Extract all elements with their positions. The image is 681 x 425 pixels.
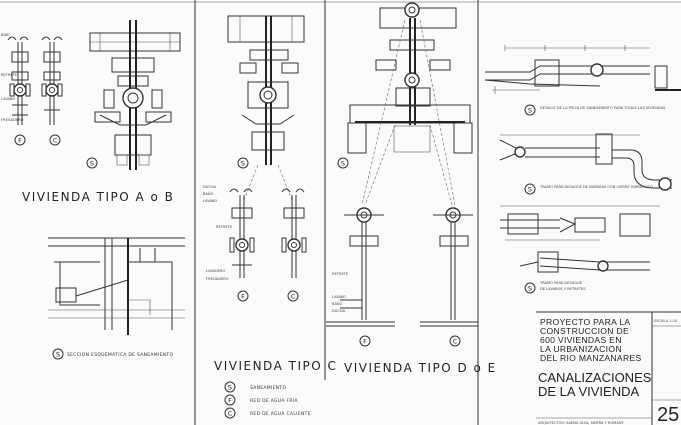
- label-retrete-de: RETRETE: [332, 272, 349, 276]
- svg-text:S: S: [241, 160, 245, 168]
- dashed-links-de: [361, 19, 456, 206]
- symbol-c-de: C: [449, 335, 461, 347]
- svg-text:S: S: [228, 384, 232, 392]
- arquitectos: ARQUITECTOS: SAENZ OIZA, SIERRA Y ROMANY: [538, 421, 625, 425]
- symbol-f-c: F: [237, 290, 249, 302]
- label-bano-de: BAÑO: [332, 301, 343, 306]
- label-seccion-esquematica: SECCION ESQUEMATICA DE SANEAMIENTO: [67, 352, 173, 358]
- title-vivienda-tipo-ab: VIVIENDA TIPO A o B: [22, 190, 174, 204]
- riser-f-c: [229, 188, 255, 278]
- svg-text:S: S: [90, 160, 94, 168]
- title-block: PROYECTO PARA LA CONSTRUCCION DE 600 VIV…: [536, 311, 681, 425]
- detail-tramo-lavabos: [500, 205, 660, 273]
- svg-text:S: S: [56, 351, 60, 359]
- svg-text:SANEAMIENTO: SANEAMIENTO: [250, 385, 286, 391]
- label-lavadero-c: LAVADERO: [206, 269, 226, 273]
- label-retrete-c: RETRETE: [216, 225, 233, 229]
- svg-text:C: C: [53, 137, 58, 145]
- label-bano-c: BAÑO: [203, 191, 214, 196]
- svg-text:F: F: [363, 338, 367, 346]
- svg-text:F: F: [241, 293, 245, 301]
- label-ducha-c: DUCHA: [203, 185, 217, 189]
- legend-item-saneamiento: S SANEAMIENTO: [224, 381, 286, 393]
- svg-text:S: S: [528, 186, 532, 194]
- riser-c-de: [420, 207, 478, 327]
- riser-c-ab: [41, 36, 63, 125]
- label-detalle-pieza: DETALLE DE LA PIEZA DE SANEAMIENTO PARA …: [540, 106, 666, 110]
- svg-text:RED DE AGUA CALIENTE: RED DE AGUA CALIENTE: [250, 411, 311, 417]
- sanitation-stack-c: [227, 15, 305, 165]
- detail-pieza-saneamiento: [484, 45, 681, 94]
- riser-f-ab: [7, 36, 31, 125]
- canalizaciones-line-1: CANALIZACIONES: [538, 370, 652, 385]
- fixture-labels-ab: BIDE RETRETE LAVABO FREGADERO: [1, 33, 24, 122]
- detail-tramo-banera: [499, 133, 672, 191]
- label-retrete-ab: RETRETE: [1, 73, 18, 77]
- symbol-s-detalle: S: [524, 104, 536, 116]
- escala: ESCALA 1:20: [654, 319, 678, 323]
- label-tramo-banera: TRAMO PARA DESAGUE DE BAÑERAS CON CIERRE…: [539, 184, 653, 189]
- proyecto-line-5: DEL RIO MANZANARES: [540, 353, 642, 363]
- label-tramo-lavabos-2: DE LAVABOS Y RETRETES: [540, 287, 586, 291]
- symbol-c-c: C: [287, 290, 299, 302]
- svg-text:S: S: [528, 285, 532, 293]
- svg-text:S: S: [528, 107, 532, 115]
- symbol-s-c: S: [237, 157, 249, 169]
- title-vivienda-tipo-de: VIVIENDA TIPO D o E: [344, 361, 497, 375]
- proyecto-line-3: 600 VIVIENDAS EN: [540, 335, 622, 345]
- symbol-s-lavabos: S: [524, 282, 536, 294]
- riser-c-c: [281, 188, 307, 278]
- svg-text:S: S: [341, 160, 345, 168]
- label-bide-ab: BIDE: [1, 33, 10, 37]
- symbol-s-ab: S: [86, 157, 98, 169]
- symbol-s-de: S: [337, 157, 349, 169]
- sanitation-stack-ab: [89, 20, 181, 170]
- svg-text:C: C: [453, 338, 458, 346]
- sheet-number: 25: [657, 404, 679, 425]
- symbol-f-ab: F: [14, 134, 26, 146]
- schematic-section: [48, 237, 185, 335]
- svg-text:RED DE AGUA FRIA: RED DE AGUA FRIA: [250, 398, 298, 404]
- label-fregadero-c: FREGADERO: [206, 277, 229, 281]
- label-tramo-lavabos-1: TRAMO PARA DESAGUE: [539, 281, 583, 285]
- symbol-s-section: S: [52, 348, 64, 360]
- legend-item-agua-fria: F RED DE AGUA FRIA: [224, 394, 298, 406]
- svg-text:C: C: [228, 410, 233, 418]
- canalizaciones-line-2: DE LA VIVIENDA: [538, 384, 639, 399]
- label-fregadero-ab: FREGADERO: [1, 118, 24, 122]
- fixture-labels-c: DUCHA BAÑO LAVABO RETRETE LAVADERO FREGA…: [203, 185, 233, 281]
- riser-f-de: [326, 207, 395, 327]
- dashed-links-c: [243, 164, 293, 201]
- svg-text:C: C: [291, 293, 296, 301]
- proyecto-line-1: PROYECTO PARA LA: [540, 317, 630, 327]
- label-lavabo-ab: LAVABO: [1, 97, 15, 101]
- sanitation-stack-de: [347, 2, 473, 154]
- symbol-s-banera: S: [524, 183, 536, 195]
- label-ducha-de: DUCHA: [332, 309, 346, 313]
- legend: S SANEAMIENTO F RED DE AGUA FRIA C RED D…: [224, 381, 311, 419]
- label-lavabo-c: LAVABO: [203, 199, 217, 203]
- fixture-labels-de: RETRETE LAVABO BAÑO DUCHA: [332, 272, 349, 313]
- symbol-c-ab: C: [49, 134, 61, 146]
- svg-text:F: F: [228, 397, 232, 405]
- proyecto-line-2: CONSTRUCCION DE: [540, 326, 629, 336]
- title-vivienda-tipo-c: VIVIENDA TIPO C: [214, 359, 337, 373]
- symbol-f-de: F: [359, 335, 371, 347]
- legend-item-agua-caliente: C RED DE AGUA CALIENTE: [224, 407, 311, 419]
- proyecto-line-4: LA URBANIZACION: [540, 344, 622, 354]
- label-lavabo-de: LAVABO: [332, 295, 346, 299]
- svg-text:F: F: [18, 137, 22, 145]
